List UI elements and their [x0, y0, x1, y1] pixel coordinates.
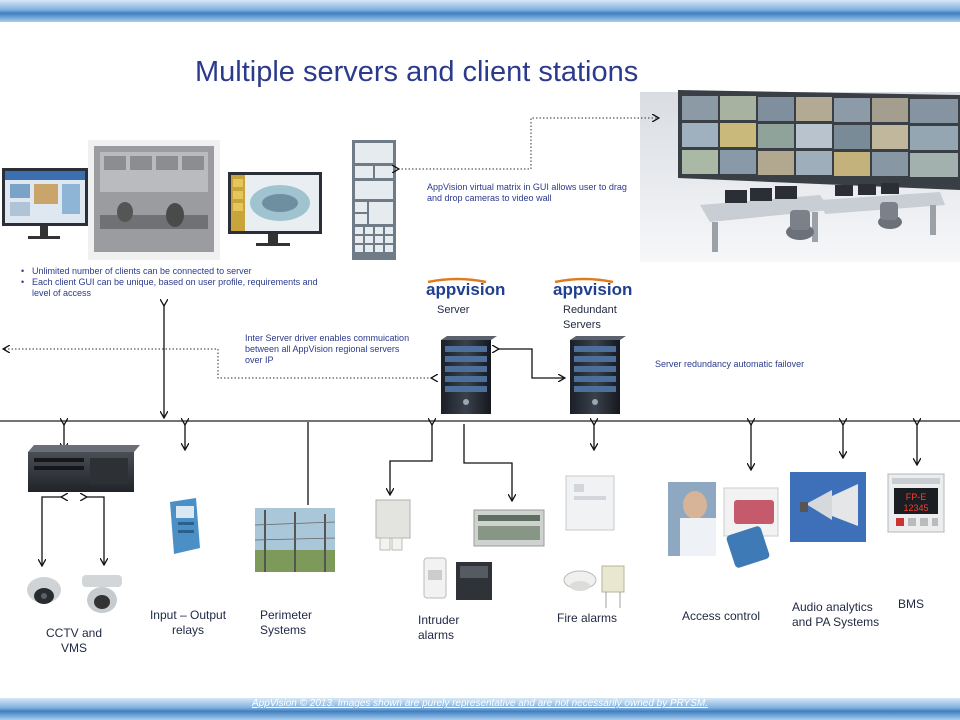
- device-label-access: Access control: [682, 609, 761, 623]
- ptz-camera: [82, 575, 122, 613]
- device-label-perimeter: Perimeter Systems: [260, 608, 313, 637]
- intruder-keypad: [456, 562, 492, 600]
- bullet-item: Unlimited number of clients can be conne…: [18, 266, 328, 277]
- client-control-room-photo: [88, 140, 220, 260]
- device-label-bms: BMS: [898, 597, 925, 611]
- dome-camera: [27, 577, 61, 604]
- nvr-rack: [28, 445, 140, 492]
- video-wall-control-room: [640, 90, 960, 262]
- appvision-logo-redundant: appvision: [553, 280, 632, 299]
- fire-alarm-panel: [565, 475, 615, 531]
- bms-display-line1: FP-E: [906, 492, 927, 502]
- redundant-servers-label: Redundant Servers: [563, 304, 617, 331]
- server-unit: [441, 336, 497, 414]
- intruder-panel: [375, 499, 411, 551]
- bullet-item: Each client GUI can be unique, based on …: [18, 277, 328, 299]
- device-label-cctv: CCTV and VMS: [45, 626, 103, 655]
- device-label-io-relays: Input – Output relays: [149, 608, 227, 637]
- smoke-detector: [563, 570, 597, 591]
- client-monitor-right: [228, 172, 322, 246]
- pir-detector: [423, 557, 447, 599]
- call-point: [601, 565, 625, 608]
- client-monitor-left: [2, 168, 88, 239]
- page-title: Multiple servers and client stations: [195, 56, 639, 88]
- access-control-photo: [668, 480, 780, 570]
- appvision-logo-server: appvision: [426, 280, 505, 299]
- device-label-intruder: Intruder alarms: [418, 613, 460, 642]
- perimeter-fence-photo: [254, 508, 336, 572]
- inter-server-note: Inter Server driver enables commuication…: [245, 333, 410, 365]
- virtual-matrix-gui: [352, 140, 396, 260]
- top-band: [0, 0, 960, 22]
- server-label: Server: [437, 304, 470, 316]
- io-relay-module: [170, 498, 200, 554]
- bottom-band: [0, 698, 960, 720]
- device-label-audio-pa: Audio analytics and PA Systems: [792, 600, 880, 629]
- bms-controller: FP-E 12345: [887, 473, 945, 533]
- intruder-control-unit: [473, 509, 545, 547]
- inter-server-link: [4, 349, 432, 378]
- redundant-server-unit: [570, 336, 626, 414]
- bms-display-line2: 12345: [903, 503, 928, 513]
- device-label-fire: Fire alarms: [557, 611, 618, 625]
- virtual-matrix-note: AppVision virtual matrix in GUI allows u…: [427, 182, 627, 203]
- video-wall-link: [398, 118, 658, 169]
- client-bullets: Unlimited number of clients can be conne…: [18, 266, 328, 299]
- pa-loudspeaker-photo: [790, 472, 866, 542]
- redundancy-note: Server redundancy automatic failover: [655, 359, 805, 369]
- copyright-footer: AppVision © 2013. Images shown are purel…: [252, 698, 708, 709]
- redundancy-link: [498, 349, 564, 378]
